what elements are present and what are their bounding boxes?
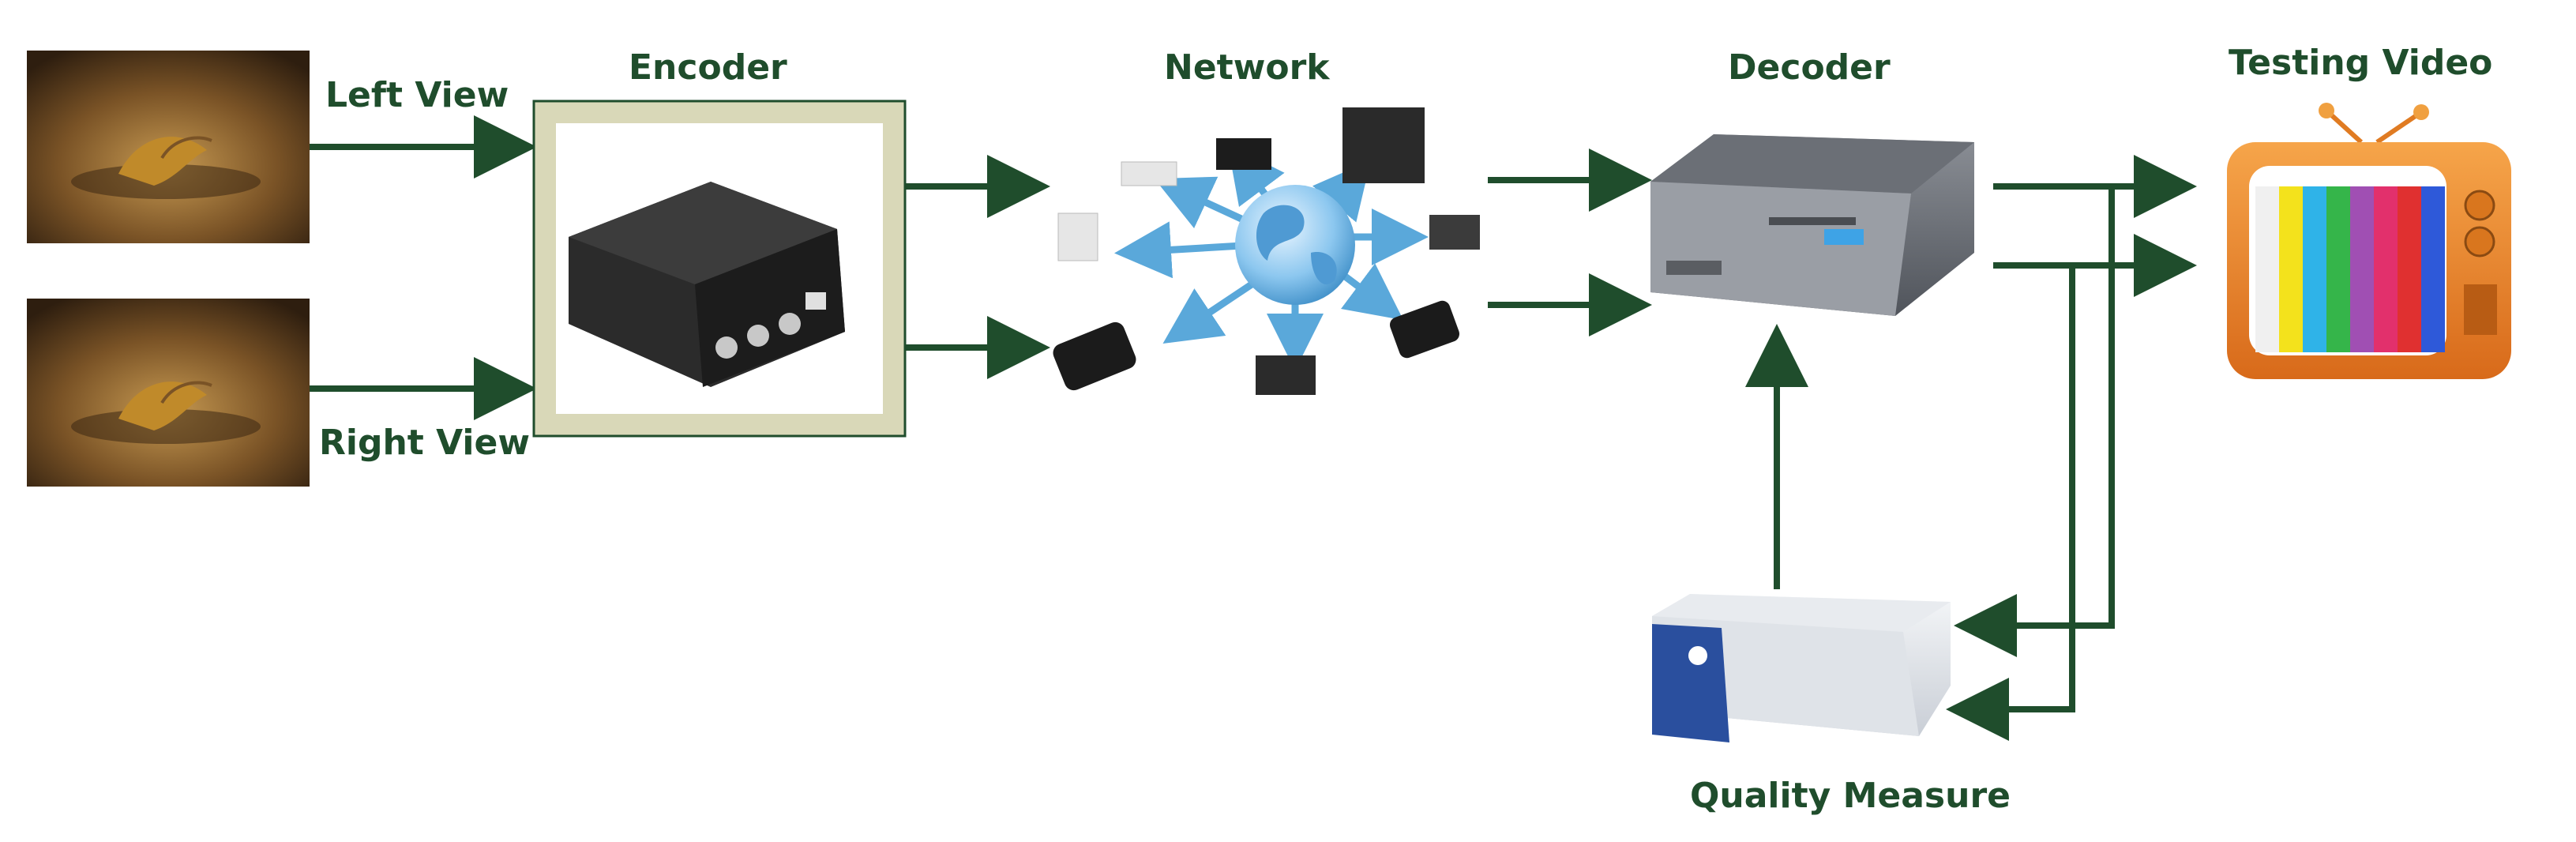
laptop-bottom-icon [1256,355,1316,395]
network-icon [1053,107,1480,395]
right-view-image [27,299,310,487]
server-icon [1342,107,1425,183]
quality-measure-device-icon [1652,594,1951,742]
hub-icon [1057,212,1098,261]
phone-right-icon [1389,300,1460,359]
right-view-label: Right View [319,423,530,463]
tv-color-bars [2255,186,2445,352]
phone-left-icon [1053,321,1136,391]
encoder-device-icon [569,182,845,387]
tv-icon [2227,103,2511,379]
encoder-label: Encoder [629,47,787,88]
quality-measure-label: Quality Measure [1690,776,2011,816]
quality-feed-line-1 [1954,186,2115,657]
left-view-label: Left View [325,75,509,115]
laptop-right-icon [1429,215,1480,250]
decoder-label: Decoder [1728,47,1891,88]
testing-video-label: Testing Video [2229,43,2492,83]
left-view-image [27,51,310,243]
globe-icon [1235,185,1355,305]
decoder-device-icon [1650,134,1974,316]
laptop-top-icon [1216,138,1271,170]
network-label: Network [1164,47,1331,88]
encoder-box [532,100,907,438]
quality-feed-line-2 [1946,265,2075,741]
router-icon [1121,161,1177,186]
